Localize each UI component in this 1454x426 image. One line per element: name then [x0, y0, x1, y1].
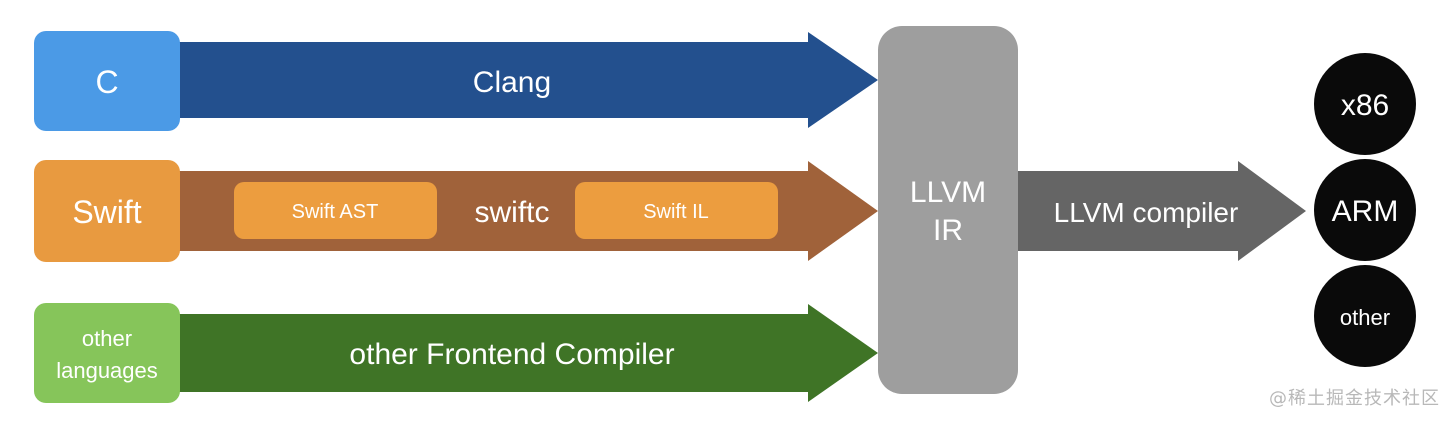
other-frontend-label: other Frontend Compiler: [349, 338, 674, 371]
llvm-ir-box: [878, 26, 1018, 394]
swift-ast-box: [234, 182, 437, 239]
target-x86-circle: [1314, 53, 1416, 155]
other-source-label-line1: other: [82, 326, 132, 351]
swift-ast-label: Swift AST: [292, 201, 379, 223]
swiftc-label: swiftc: [475, 196, 550, 229]
llvm-ir-label-line1: LLVM: [910, 176, 986, 209]
target-other-label: other: [1340, 305, 1390, 330]
clang-label: Clang: [473, 66, 551, 99]
target-arm-circle: [1314, 159, 1416, 261]
swift-source-label: Swift: [72, 194, 141, 230]
other-frontend-arrow: [170, 304, 878, 402]
swift-il-label: Swift IL: [643, 201, 709, 223]
target-arm-label: ARM: [1332, 195, 1399, 228]
target-x86-label: x86: [1341, 89, 1389, 122]
clang-arrow: [170, 32, 878, 128]
other-source-box: [34, 303, 180, 403]
swift-il-box: [575, 182, 778, 239]
llvm-compiler-label: LLVM compiler: [1054, 197, 1239, 228]
c-source-label: C: [95, 64, 118, 100]
target-other-circle: [1314, 265, 1416, 367]
watermark: @稀土掘金技术社区: [1269, 388, 1440, 409]
llvm-ir-label-line2: IR: [933, 214, 963, 247]
llvm-compiler-arrow: [1018, 161, 1306, 261]
other-source-label-line2: languages: [56, 358, 158, 383]
swift-source-box: [34, 160, 180, 262]
c-source-box: [34, 31, 180, 131]
